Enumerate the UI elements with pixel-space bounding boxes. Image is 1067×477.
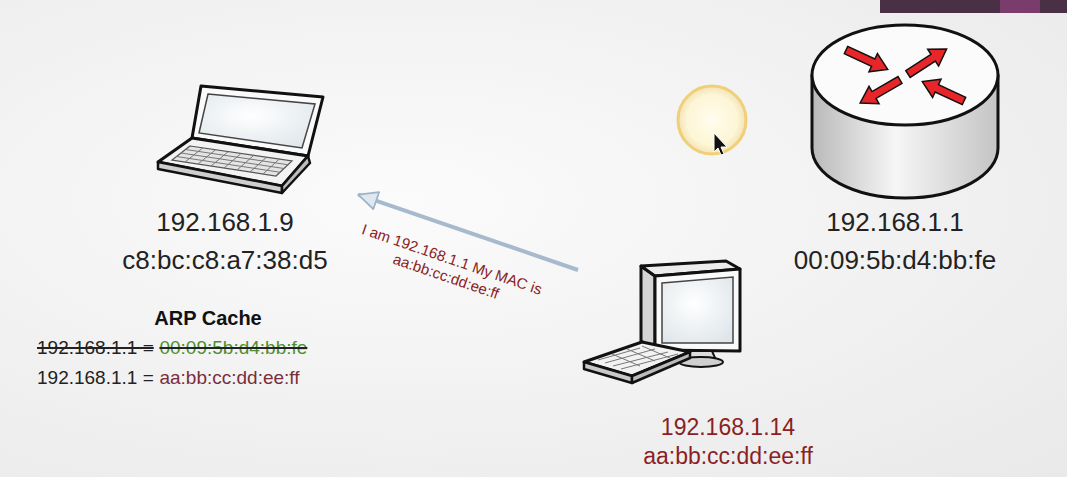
- router-top: [812, 25, 998, 125]
- laptop-node: 192.168.1.9c8:bc:c8:a7:38:d5: [105, 80, 345, 279]
- router-icon: [812, 25, 998, 198]
- router-arrow: [842, 41, 892, 79]
- router-arrow: [903, 41, 952, 83]
- arp-entry-new: 192.168.1.1 =aa:bb:cc:dd:ee:ff: [37, 366, 300, 391]
- mac-address: 00:09:5b:d4:bb:fe: [794, 241, 996, 279]
- laptop-screen: [199, 94, 315, 148]
- mouse-pointer: [714, 133, 727, 155]
- ip-address: 192.168.1.1: [826, 203, 963, 241]
- router-node: 192.168.1.100:09:5b:d4:bb:fe: [770, 20, 1020, 279]
- cache-ip: 192.168.1.1 =: [37, 367, 154, 388]
- cache-ip: 192.168.1.1 =: [37, 337, 154, 358]
- mac-address: c8:bc:c8:a7:38:d5: [122, 241, 327, 279]
- message-label: I am 192.168.1.1 My MAC is aa:bb:cc:dd:e…: [348, 218, 549, 317]
- ip-address: 192.168.1.9: [156, 203, 293, 241]
- cache-mac-new: aa:bb:cc:dd:ee:ff: [159, 367, 299, 388]
- webcam-strip: [880, 0, 1067, 13]
- mac-address: aa:bb:cc:dd:ee:ff: [643, 442, 813, 471]
- keyboard-front: [584, 362, 632, 383]
- monitor-side: [641, 266, 655, 350]
- monitor-front: [655, 269, 740, 351]
- arp-cache-heading: ARP Cache: [154, 306, 261, 332]
- router-arrow: [918, 72, 968, 110]
- ip-address: 192.168.1.14: [661, 413, 795, 442]
- cursor-highlight: [678, 86, 746, 155]
- laptop-icon: [158, 86, 323, 193]
- desktop-icon: [584, 261, 740, 383]
- highlight-ring: [678, 86, 746, 154]
- desktop-node: 192.168.1.14aa:bb:cc:dd:ee:ff: [578, 258, 878, 471]
- keyboard-keys: [598, 346, 678, 369]
- webcam-strip: [1000, 0, 1040, 13]
- keyboard-side: [632, 352, 690, 383]
- laptop-keyboard: [172, 146, 292, 176]
- monitor-screen: [662, 277, 733, 343]
- cache-heading: ARP Cache: [154, 307, 261, 329]
- router-arrow: [855, 71, 905, 111]
- cache-mac-old: 00:09:5b:d4:bb:fe: [159, 337, 307, 358]
- laptop-keys: [177, 148, 289, 174]
- arp-entry-old: 192.168.1.1 =00:09:5b:d4:bb:fe: [37, 336, 307, 361]
